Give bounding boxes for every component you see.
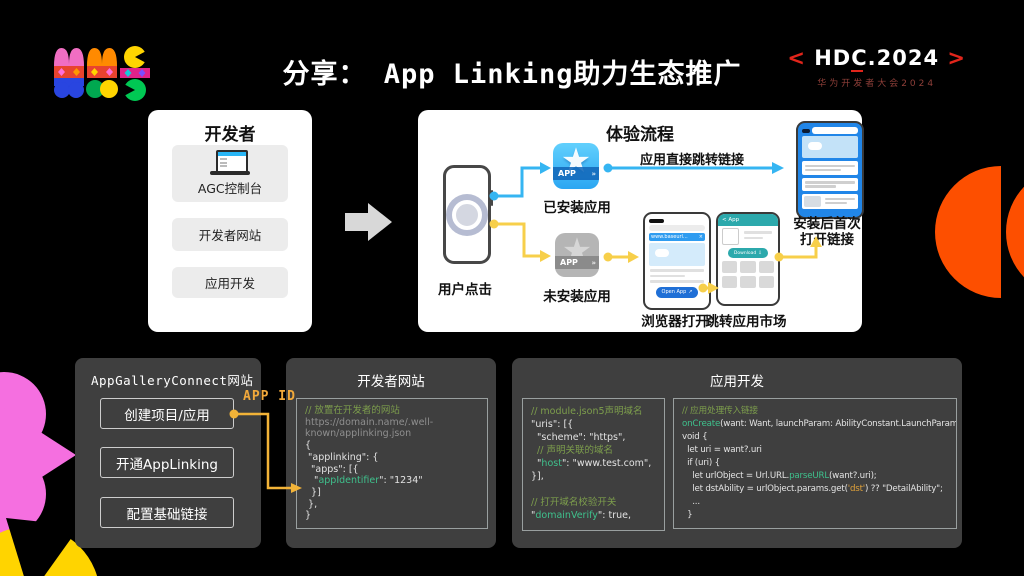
create-project-button[interactable]: 创建项目/应用: [100, 398, 234, 429]
tap-ring-icon: [446, 193, 488, 236]
app-market-label: 跳转应用市场: [705, 314, 787, 330]
hdc-subtitle: 华为开发者大会2024: [817, 79, 937, 89]
right-bracket: >: [947, 46, 966, 70]
hdc-logo-text: HDC.2024: [814, 46, 940, 70]
direct-link-label: 应用直接跳转链接: [639, 153, 744, 168]
not-installed-label: 未安装应用: [543, 289, 611, 305]
enable-applinking-button[interactable]: 开通AppLinking: [100, 447, 234, 478]
market-back-header: < App: [718, 214, 778, 226]
laptop-icon: [210, 150, 250, 176]
left-bracket: <: [787, 46, 806, 70]
browser-phone: www.baseurl...× Open App↗: [643, 212, 711, 310]
not-installed-app-icon: ★ APP»: [555, 233, 599, 277]
agc-console-label: AGC控制台: [197, 181, 263, 196]
logo-underline: [851, 70, 864, 72]
agc-panel-title: AppGalleryConnect网站: [91, 373, 254, 388]
block-arrow-right: [345, 203, 392, 241]
orange-circle-decoration: [935, 166, 1024, 298]
flow-title: 体验流程: [606, 125, 674, 145]
download-button[interactable]: Download⇩: [728, 248, 768, 258]
appdev-panel: 应用开发 // module.json5声明域名"uris": [{ "sche…: [512, 358, 962, 548]
page-title: 分享： App Linking助力生态推广: [282, 59, 742, 90]
developer-card: 开发者 AGC控制台 开发者网站 应用开发: [148, 110, 312, 332]
installed-app-icon: ★ APP»: [553, 143, 599, 189]
developer-website-label: 开发者网站: [198, 228, 262, 243]
agc-console-item[interactable]: AGC控制台: [172, 145, 288, 202]
user-click-label: 用户点击: [438, 282, 492, 298]
market-phone: < App Download⇩: [716, 212, 780, 306]
app-development-item[interactable]: 应用开发: [172, 267, 288, 298]
installed-label: 已安装应用: [543, 200, 611, 216]
developer-card-title: 开发者: [204, 125, 256, 145]
open-app-button[interactable]: Open App↗: [656, 286, 698, 298]
website-panel-title: 开发者网站: [357, 374, 425, 390]
first-open-label: 安装后首次 打开链接: [793, 216, 861, 248]
download-icon: ⇩: [758, 250, 763, 256]
installed-open-phone: [796, 121, 864, 219]
agc-panel: AppGalleryConnect网站 创建项目/应用 开通AppLinking…: [75, 358, 261, 548]
user-phone: [443, 165, 493, 264]
share-icon: ↗: [688, 289, 693, 295]
hdc-2024-logo: < HDC.2024 > 华为开发者大会2024: [787, 46, 966, 89]
experience-flow-card: 体验流程 用户点击 ★ APP» 已安装应用 ★ APP» 未安装应用 应用直接…: [418, 110, 864, 332]
close-icon: ×: [698, 234, 703, 240]
app-icon-placeholder: [722, 228, 739, 245]
developer-website-item[interactable]: 开发者网站: [172, 218, 288, 251]
app-development-label: 应用开发: [204, 276, 255, 291]
app-id-annotation: APP ID: [243, 389, 296, 404]
appdev-panel-title: 应用开发: [710, 374, 764, 390]
pink-flower-decoration: [0, 372, 76, 536]
browser-open-label: 浏览器打开: [641, 314, 709, 330]
configure-link-button[interactable]: 配置基础链接: [100, 497, 234, 528]
module-json5-code: // module.json5声明域名"uris": [{ "scheme": …: [522, 398, 665, 531]
